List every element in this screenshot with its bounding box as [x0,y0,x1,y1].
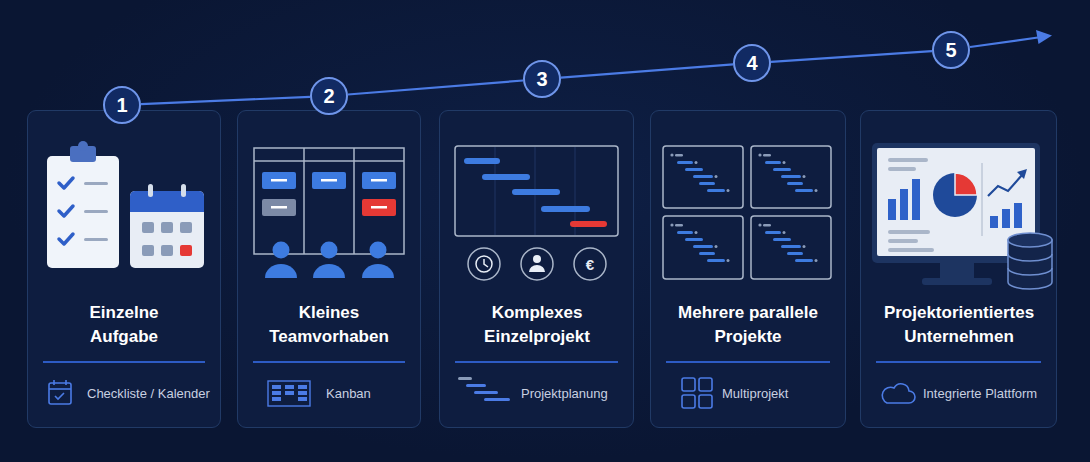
divider-line [253,361,405,363]
card-title: Projektorientiertes Unternehmen [869,301,1049,349]
step-number: 1 [116,95,127,115]
method-label: Integrierte Plattform [923,386,1037,402]
progress-line [771,51,932,62]
step-number: 3 [536,69,547,89]
currency-symbol: € [586,256,594,273]
progress-arrow-tail [970,30,1052,47]
divider-line [666,361,830,363]
method-label: Checkliste / Kalender [87,386,210,402]
progress-line [561,64,733,77]
method-label: Kanban [326,386,371,402]
card-title: Komplexes Einzelprojekt [467,301,607,349]
step-number-circle: 5 [932,31,970,69]
divider-line [876,361,1041,363]
card-title: Einzelne Aufgabe [69,301,179,349]
card-title: Mehrere parallele Projekte [662,301,834,349]
step-number-circle: 4 [733,44,771,82]
step-number-circle: 2 [310,77,348,115]
stage-card: Kleines TeamvorhabenKanban [237,110,421,428]
method-label: Multiprojekt [722,386,788,402]
step-number-circle: 1 [103,86,141,124]
stage-card: Einzelne AufgabeCheckliste / Kalender [27,110,221,428]
divider-line [43,361,205,363]
progress-line [348,81,523,95]
step-number: 4 [746,53,757,73]
divider-line [455,361,618,363]
card-title: Kleines Teamvorhaben [259,301,399,349]
step-number-circle: 3 [523,60,561,98]
stage-card: Komplexes EinzelprojektProjektplanung [439,110,634,428]
progress-line [141,97,310,104]
stage-card: Mehrere parallele ProjekteMultiprojekt [650,110,846,428]
step-number: 5 [945,40,956,60]
step-number: 2 [323,86,334,106]
method-label: Projektplanung [521,386,608,402]
stage-card: Projektorientiertes UnternehmenIntegrier… [860,110,1057,428]
